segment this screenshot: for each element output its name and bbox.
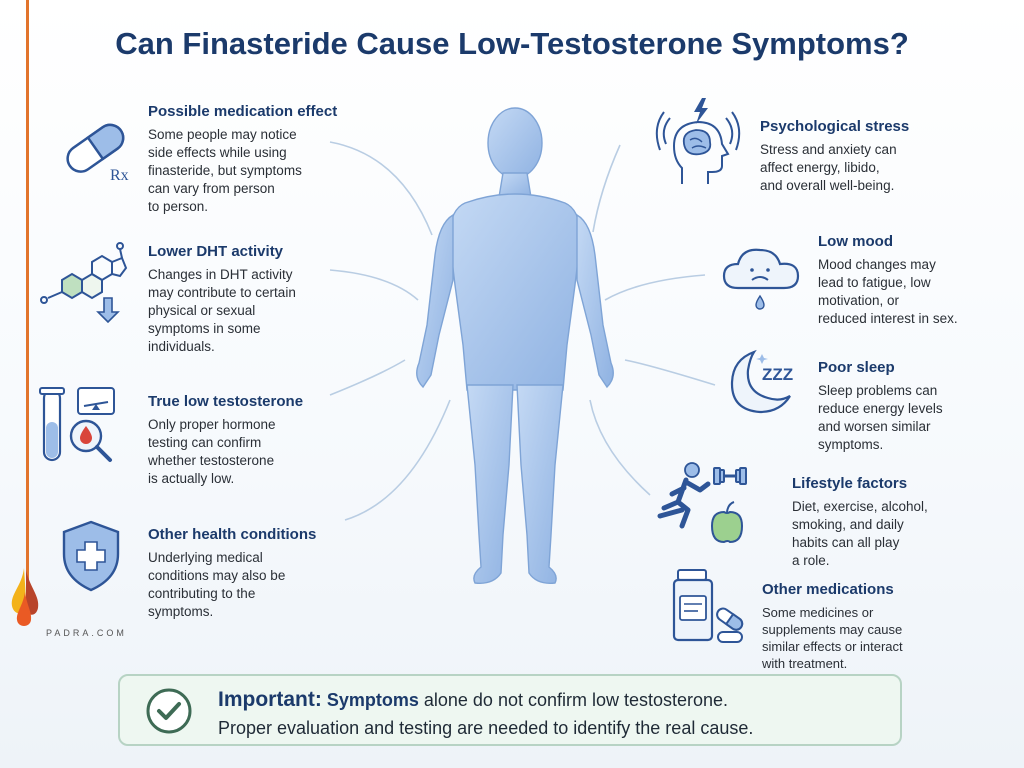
brand-accent-line	[26, 0, 29, 590]
item-description: Diet, exercise, alcohol,smoking, and dai…	[792, 499, 928, 568]
shield-cross-icon	[62, 520, 120, 592]
item-psychological-stress: Psychological stress Stress and anxiety …	[760, 118, 990, 195]
svg-text:Rx: Rx	[110, 167, 129, 184]
human-body-figure	[416, 107, 614, 584]
molecule-down-arrow-icon	[40, 242, 128, 323]
sad-cloud-icon	[722, 248, 800, 310]
banner-line-2: Proper evaluation and testing are needed…	[218, 718, 754, 738]
brand-text: PADRA.COM	[46, 628, 127, 638]
item-other-health-conditions: Other health conditions Underlying medic…	[148, 526, 348, 621]
pill-bottle-icon	[672, 569, 744, 643]
item-true-low-testosterone: True low testosterone Only proper hormon…	[148, 393, 348, 488]
item-title: Other medications	[762, 581, 894, 598]
item-lifestyle-factors: Lifestyle factors Diet, exercise, alcoho…	[792, 475, 1002, 570]
banner-keyword: Symptoms	[326, 690, 419, 710]
item-title: True low testosterone	[148, 393, 304, 410]
item-title: Psychological stress	[760, 118, 910, 135]
item-lower-dht-activity: Lower DHT activity Changes in DHT activi…	[148, 243, 348, 356]
svg-text:ZZZ: ZZZ	[762, 365, 793, 384]
pill-capsule-icon: Rx	[66, 123, 129, 184]
moon-zzz-icon: ZZZ	[730, 349, 793, 414]
brand-logo-drops	[11, 568, 39, 626]
item-title: Other health conditions	[148, 526, 317, 543]
banner-rest: alone do not confirm low testosterone.	[418, 690, 729, 710]
banner-lead: Important:	[218, 688, 322, 711]
page-title: Can Finasteride Cause Low-Testosterone S…	[115, 26, 909, 61]
runner-dumbbell-apple-icon	[657, 462, 747, 544]
item-title: Poor sleep	[818, 359, 895, 376]
important-banner: Important: Symptoms alone do not confirm…	[118, 674, 902, 746]
item-title: Lifestyle factors	[792, 475, 908, 492]
item-possible-medication-effect: Possible medication effect Some people m…	[148, 103, 348, 216]
banner-line-1: Important: Symptoms alone do not confirm…	[218, 688, 728, 712]
test-tube-magnifier-icon	[39, 387, 115, 462]
item-title: Possible medication effect	[148, 103, 338, 120]
check-circle-icon	[146, 688, 192, 734]
head-brain-icon	[655, 98, 741, 184]
item-title: Low mood	[818, 233, 893, 250]
item-title: Lower DHT activity	[148, 243, 284, 260]
